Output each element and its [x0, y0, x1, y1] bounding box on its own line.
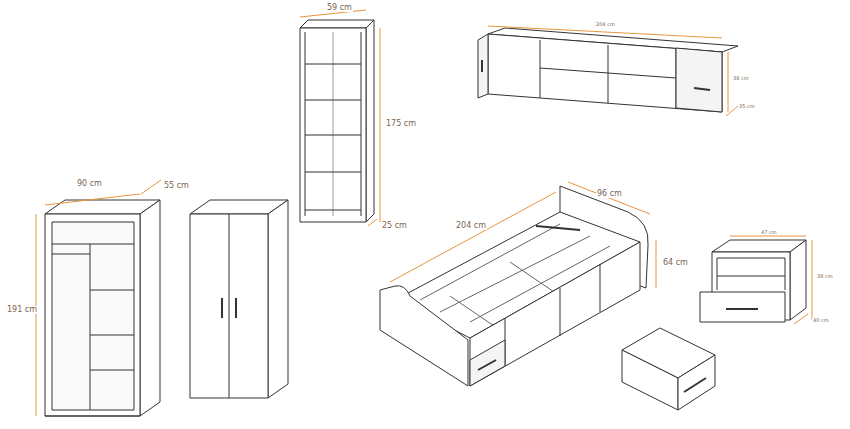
dimension-label: 40 cm [812, 318, 830, 323]
dimension-label: 38 cm [732, 76, 750, 81]
dimension-label: 55 cm [163, 182, 190, 190]
dimension-label: 204 cm [455, 222, 487, 230]
dimension-label: 175 cm [385, 120, 417, 128]
dimension-label: 204 cm [595, 22, 616, 27]
dimension-label: 25 cm [381, 222, 408, 230]
dimension-label: 64 cm [662, 259, 689, 267]
dimension-label: 47 cm [760, 230, 778, 235]
dimension-label: 59 cm [326, 4, 353, 12]
dimension-label: 90 cm [76, 180, 103, 188]
dimension-label: 96 cm [596, 190, 623, 198]
dimension-label: 38 cm [816, 274, 834, 279]
dimension-label: 191 cm [6, 306, 38, 314]
dimension-label: 35 cm [738, 104, 756, 109]
